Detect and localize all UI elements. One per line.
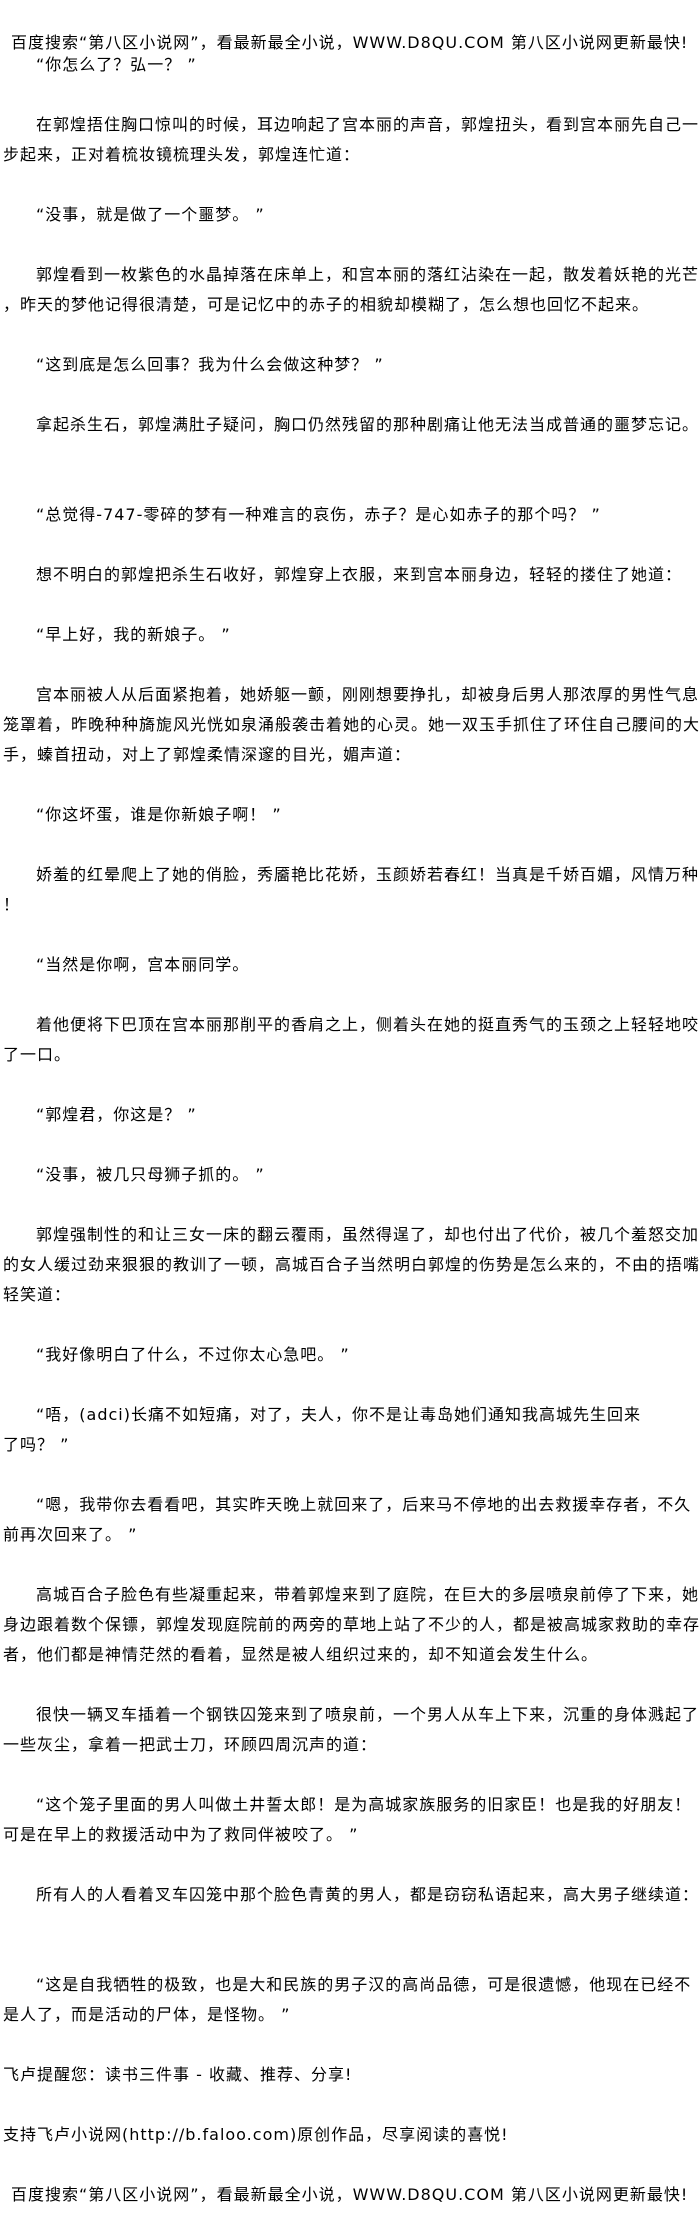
paragraph: “这个笼子里面的男人叫做土井誓太郎！是为高城家族服务的旧家臣！也是我的好朋友！ 可… <box>3 1790 693 1850</box>
paragraph: “嗯，我带你去看看吧，其实昨天晚上就回来了，后来马不停地的出去救援幸存者，不久前… <box>3 1490 693 1550</box>
paragraph: “你怎么了？弘一？ ” <box>3 50 693 80</box>
paragraph-line: 高城百合子脸色有些凝重起来，带着郭煌来到了庭院，在巨大的多层喷泉前停了下来，她 <box>36 1585 700 1604</box>
paragraph: 高城百合子脸色有些凝重起来，带着郭煌来到了庭院，在巨大的多层喷泉前停了下来，她身… <box>3 1580 700 1670</box>
paragraph-line: “没事，就是做了一个噩梦。 ” <box>36 205 265 224</box>
faloo-reminder: 飞卢提醒您：读书三件事 - 收藏、推荐、分享! <box>3 2065 353 2084</box>
paragraph-line: 者，他们都是神情茫然的看着，显然是被人组织过来的，却不知道会发生什么。 <box>3 1645 599 1664</box>
paragraph: “郭煌君，你这是？ ” <box>3 1100 693 1130</box>
paragraph: “这是自我牺牲的极致，也是大和民族的男子汉的高尚品德，可是很遗憾，他现在已经不是… <box>3 1970 693 2030</box>
paragraph: 想不明白的郭煌把杀生石收好，郭煌穿上衣服，来到宫本丽身边，轻轻的搂住了她道： <box>3 560 693 590</box>
paragraph-line: 步起来，正对着梳妆镜梳理头发，郭煌连忙道： <box>3 145 361 164</box>
paragraph: “总觉得-747-零碎的梦有一种难言的哀伤，赤子？是心如赤子的那个吗？ ” <box>3 500 693 530</box>
paragraph: “你这坏蛋，谁是你新娘子啊！ ” <box>3 800 693 830</box>
paragraph-line: 是人了，而是活动的尸体，是怪物。 ” <box>3 2005 291 2024</box>
site-banner-top: 百度搜索“第八区小说网”，看最新最全小说，WWW.D8QU.COM 第八区小说网… <box>11 33 689 52</box>
paragraph: 宫本丽被人从后面紧抱着，她娇躯一颤，刚刚想要挣扎，却被身后男人那浓厚的男性气息笼… <box>3 680 700 770</box>
paragraph-line: 娇羞的红晕爬上了她的俏脸，秀靥艳比花娇，玉颜娇若春红！当真是千娇百媚，风情万种 <box>36 865 700 884</box>
paragraph: 着他便将下巴顶在宫本丽那削平的香肩之上，侧着头在她的挺直秀气的玉颈之上轻轻地咬了… <box>3 1010 700 1070</box>
paragraph: “这到底是怎么回事？我为什么会做这种梦？ ” <box>3 350 693 380</box>
paragraph-line: 着他便将下巴顶在宫本丽那削平的香肩之上，侧着头在她的挺直秀气的玉颈之上轻轻地咬 <box>36 1015 700 1034</box>
paragraph: 拿起杀生石，郭煌满肚子疑问，胸口仍然残留的那种剧痛让他无法当成普通的噩梦忘记。 <box>3 410 700 440</box>
paragraph-line: “这到底是怎么回事？我为什么会做这种梦？ ” <box>36 355 384 374</box>
paragraph-line: “唔，(adci)长痛不如短痛，对了，夫人，你不是让毒岛她们通知我高城先生回来 <box>36 1405 641 1424</box>
paragraph-line: “你这坏蛋，谁是你新娘子啊！ ” <box>36 805 282 824</box>
paragraph-line: 拿起杀生石，郭煌满肚子疑问，胸口仍然残留的那种剧痛让他无法当成普通的噩梦忘记。 <box>36 415 700 434</box>
faloo-support-link[interactable]: 支持飞卢小说网(http://b.faloo.com)原创作品，尽享阅读的喜悦! <box>3 2125 509 2144</box>
faloo-support-note: 支持飞卢小说网(http://b.faloo.com)原创作品，尽享阅读的喜悦! <box>3 2120 693 2150</box>
paragraph-line: 前再次回来了。 ” <box>3 1525 138 1544</box>
paragraph-line: 可是在早上的救援活动中为了救同伴被咬了。 ” <box>3 1825 359 1844</box>
paragraph-line: 郭煌看到一枚紫色的水晶掉落在床单上，和宫本丽的落红沾染在一起，散发着妖艳的光芒 <box>36 265 700 284</box>
paragraph: 在郭煌捂住胸口惊叫的时候，耳边响起了宫本丽的声音，郭煌扭头，看到宫本丽先自己一步… <box>3 110 700 170</box>
paragraph-line: “当然是你啊，宫本丽同学。 <box>36 955 250 974</box>
paragraph-line: 在郭煌捂住胸口惊叫的时候，耳边响起了宫本丽的声音，郭煌扭头，看到宫本丽先自己一 <box>36 115 700 134</box>
paragraph-line: 轻笑道： <box>3 1285 72 1304</box>
paragraph: “唔，(adci)长痛不如短痛，对了，夫人，你不是让毒岛她们通知我高城先生回来了… <box>3 1400 693 1460</box>
paragraph: 郭煌看到一枚紫色的水晶掉落在床单上，和宫本丽的落红沾染在一起，散发着妖艳的光芒 ，… <box>3 260 700 320</box>
paragraph-line: 宫本丽被人从后面紧抱着，她娇躯一颤，刚刚想要挣扎，却被身后男人那浓厚的男性气息 <box>36 685 700 704</box>
paragraph-line: 所有人的人看着叉车囚笼中那个脸色青黄的男人，都是窃窃私语起来，高大男子继续道： <box>36 1885 700 1904</box>
paragraph-line: 手，螓首扭动，对上了郭煌柔情深邃的目光，媚声道： <box>3 745 412 764</box>
paragraph-line: ，昨天的梦他记得很清楚，可是记忆中的赤子的相貌却模糊了，怎么想也回忆不起来。 <box>3 295 650 314</box>
paragraph: “没事，被几只母狮子抓的。 ” <box>3 1160 693 1190</box>
paragraph-line: “我好像明白了什么，不过你太心急吧。 ” <box>36 1345 350 1364</box>
paragraph-line: 想不明白的郭煌把杀生石收好，郭煌穿上衣服，来到宫本丽身边，轻轻的搂住了她道： <box>36 565 683 584</box>
paragraph-line: 身边跟着数个保镖，郭煌发现庭院前的两旁的草地上站了不少的人，都是被高城家救助的幸… <box>3 1615 700 1634</box>
paragraph: “当然是你啊，宫本丽同学。 <box>3 950 693 980</box>
paragraph-line: 了一口。 <box>3 1045 72 1064</box>
paragraph: “我好像明白了什么，不过你太心急吧。 ” <box>3 1340 693 1370</box>
paragraph-line: 的女人缓过劲来狠狠的教训了一顿，高城百合子当然明白郭煌的伤势是怎么来的，不由的捂… <box>3 1255 700 1274</box>
paragraph-line: “这个笼子里面的男人叫做土井誓太郎！是为高城家族服务的旧家臣！也是我的好朋友！ <box>36 1795 692 1814</box>
paragraph-line: 了吗？ ” <box>3 1435 70 1454</box>
paragraph-line: “郭煌君，你这是？ ” <box>36 1105 197 1124</box>
paragraph-line: “总觉得-747-零碎的梦有一种难言的哀伤，赤子？是心如赤子的那个吗？ ” <box>36 505 601 524</box>
paragraph: 很快一辆叉车插着一个钢铁囚笼来到了喷泉前，一个男人从车上下来，沉重的身体溅起了一… <box>3 1700 700 1760</box>
paragraph-line: “早上好，我的新娘子。 ” <box>36 625 231 644</box>
chapter-paragraphs: “你怎么了？弘一？ ” 在郭煌捂住胸口惊叫的时候，耳边响起了宫本丽的声音，郭煌扭头… <box>3 50 700 2030</box>
paragraph: “没事，就是做了一个噩梦。 ” <box>3 200 693 230</box>
paragraph-line: “你怎么了？弘一？ ” <box>36 55 197 74</box>
paragraph-line: 郭煌强制性的和让三女一床的翻云覆雨，虽然得逞了，却也付出了代价，被几个羞怒交加 <box>36 1225 700 1244</box>
paragraph-line: “嗯，我带你去看看吧，其实昨天晚上就回来了，后来马不停地的出去救援幸存者，不久 <box>36 1495 692 1514</box>
paragraph: 所有人的人看着叉车囚笼中那个脸色青黄的男人，都是窃窃私语起来，高大男子继续道： <box>3 1880 700 1910</box>
paragraph-line: ！ <box>3 895 21 914</box>
chapter-content: “你怎么了？弘一？ ” 在郭煌捂住胸口惊叫的时候，耳边响起了宫本丽的声音，郭煌扭头… <box>3 50 700 2210</box>
paragraph: 娇羞的红晕爬上了她的俏脸，秀靥艳比花娇，玉颜娇若春红！当真是千娇百媚，风情万种 ！ <box>3 860 700 920</box>
paragraph-line: “这是自我牺牲的极致，也是大和民族的男子汉的高尚品德，可是很遗憾，他现在已经不 <box>36 1975 692 1994</box>
paragraph-line: 一些灰尘，拿着一把武士刀，环顾四周沉声的道： <box>3 1735 378 1754</box>
paragraph-line: 很快一辆叉车插着一个钢铁囚笼来到了喷泉前，一个男人从车上下来，沉重的身体溅起了 <box>36 1705 700 1724</box>
paragraph: 郭煌强制性的和让三女一床的翻云覆雨，虽然得逞了，却也付出了代价，被几个羞怒交加的… <box>3 1220 700 1310</box>
site-banner-bottom: 百度搜索“第八区小说网”，看最新最全小说，WWW.D8QU.COM 第八区小说网… <box>11 2185 689 2204</box>
paragraph-line: 笼罩着，昨晚种种旖旎风光恍如泉涌般袭击着她的心灵。她一双玉手抓住了环住自己腰间的… <box>3 715 700 734</box>
paragraph: “早上好，我的新娘子。 ” <box>3 620 693 650</box>
paragraph-line: “没事，被几只母狮子抓的。 ” <box>36 1165 265 1184</box>
